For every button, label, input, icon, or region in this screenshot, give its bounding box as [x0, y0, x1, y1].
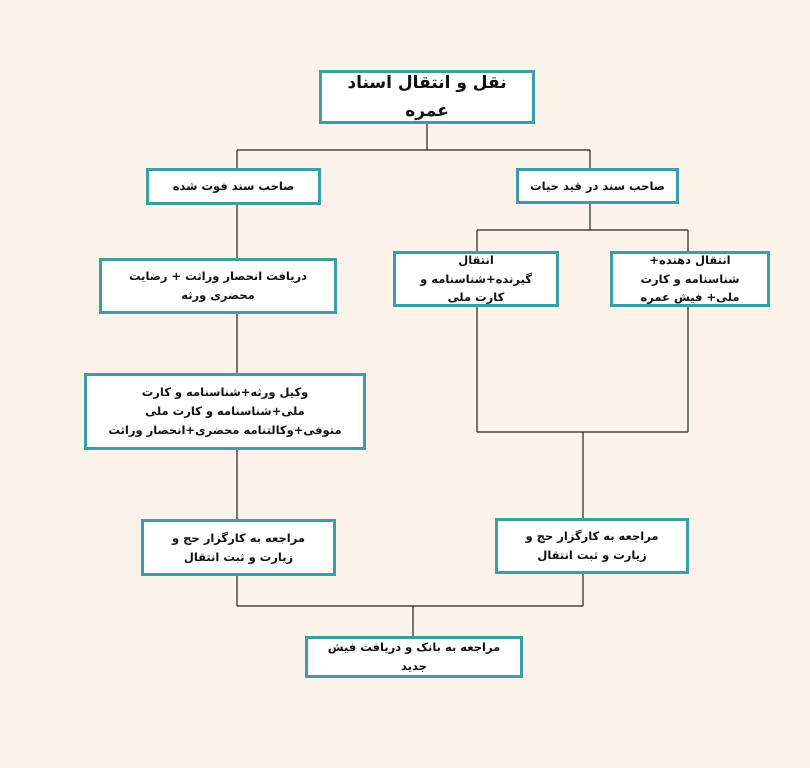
alive-agent-step-box: مراجعه به کارگزار حج و زیارت و ثبت انتقا… [495, 518, 689, 574]
heirs-docs-box: دریافت انحصار وراثت + رضایت محضری ورثه [99, 258, 337, 314]
transferee-docs-box: انتقال گیرنده+شناسنامه و کارت ملی [393, 251, 559, 307]
heirs-docs-text: دریافت انحصار وراثت + رضایت محضری ورثه [128, 269, 308, 302]
attorney-docs-box: وکیل ورثه+شناسنامه و کارت ملی+شناسنامه و… [84, 373, 366, 450]
transferee-docs-text: انتقال گیرنده+شناسنامه و کارت ملی [420, 252, 532, 305]
alive-owner-box: صاحب سند در قید حیات [516, 168, 679, 204]
diagram-title: نقل و انتقال اسناد عمره [347, 72, 507, 121]
transferor-docs-text: انتقال دهنده+ شناسنامه و کارت ملی+ فیش ع… [640, 252, 740, 305]
alive-owner-label: صاحب سند در قید حیات [530, 178, 665, 193]
deceased-owner-label: صاحب سند فوت شده [172, 179, 295, 194]
deceased-owner-box: صاحب سند فوت شده [146, 168, 321, 205]
final-step-box: مراجعه به بانک و دریافت فیش جدید [305, 636, 523, 678]
final-step-text: مراجعه به بانک و دریافت فیش جدید [327, 640, 501, 673]
alive-agent-step-text: مراجعه به کارگزار حج و زیارت و ثبت انتقا… [525, 529, 659, 562]
attorney-docs-text: وکیل ورثه+شناسنامه و کارت ملی+شناسنامه و… [108, 385, 342, 437]
deceased-agent-step-box: مراجعه به کارگزار حج و زیارت و ثبت انتقا… [141, 519, 336, 576]
transferor-docs-box: انتقال دهنده+ شناسنامه و کارت ملی+ فیش ع… [610, 251, 770, 307]
diagram-title-box: نقل و انتقال اسناد عمره [319, 70, 535, 124]
deceased-agent-step-text: مراجعه به کارگزار حج و زیارت و ثبت انتقا… [171, 530, 306, 564]
